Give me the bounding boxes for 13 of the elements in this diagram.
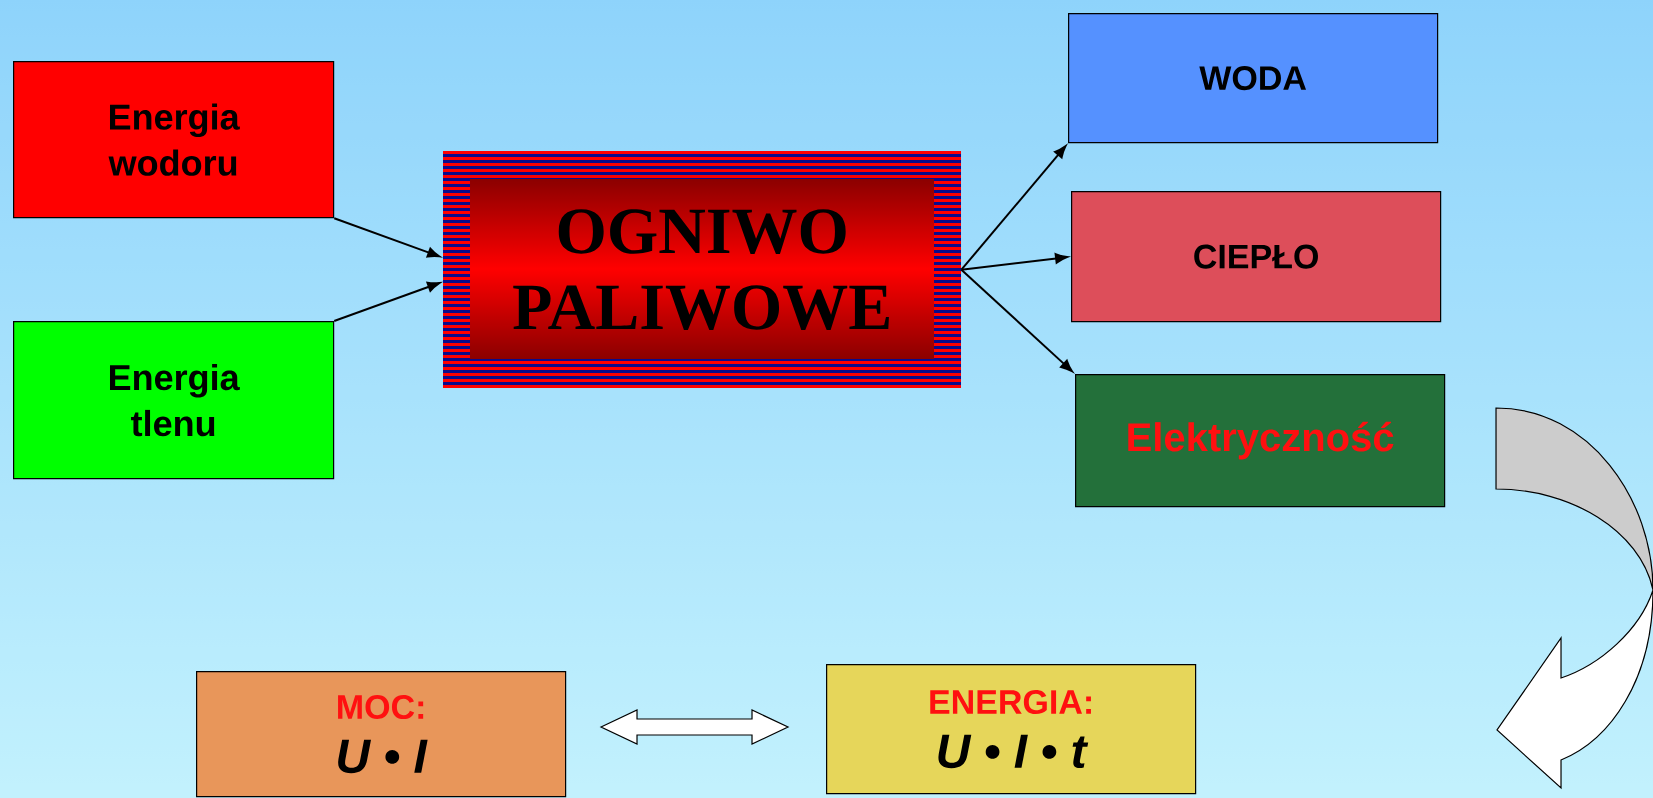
output-box: Elektryczność: [1075, 374, 1446, 508]
arrow: [333, 217, 441, 258]
arrow: [333, 281, 441, 322]
output-box: CIEPŁO: [1071, 191, 1442, 323]
arrow: [960, 253, 1068, 271]
formula-box: MOC: U • I: [196, 671, 567, 798]
arrow: [960, 268, 1073, 373]
fuel-cell-box: OGNIWO PALIWOWE: [443, 151, 961, 388]
arrow: [960, 145, 1067, 271]
energy-box: Energia tlenu: [13, 321, 335, 480]
energy-box: Energia wodoru: [13, 61, 335, 219]
formula-box: ENERGIA: U • I • t: [826, 664, 1197, 795]
output-box: WODA: [1068, 13, 1439, 144]
